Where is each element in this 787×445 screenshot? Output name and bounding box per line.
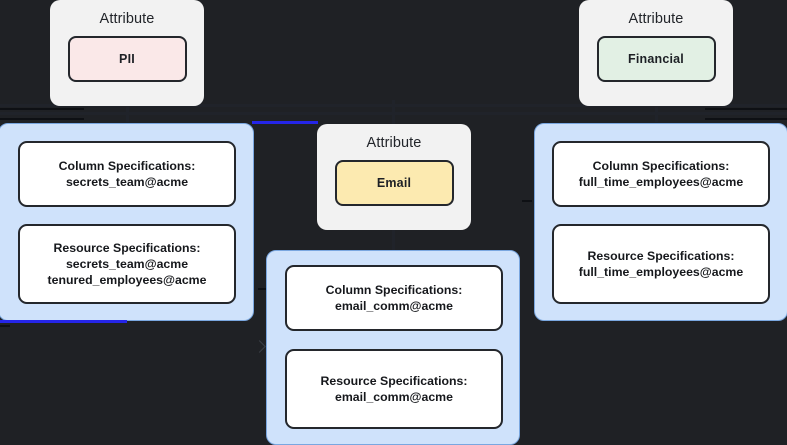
spec-value: tenured_employees@acme [47, 273, 207, 288]
spec-value: full_time_employees@acme [578, 175, 744, 189]
attribute-card-email[interactable]: Attribute Email [317, 124, 471, 230]
edge-stub-mid-right [522, 200, 532, 202]
spec-value: full_time_employees@acme [578, 265, 744, 279]
edge-trunk-to-email-attr [392, 100, 395, 124]
edge-email-attr-to-email-group [392, 230, 395, 252]
attribute-chip-financial[interactable]: Financial [596, 36, 716, 82]
spec-box-resource-email[interactable]: Resource Specifications: email_comm@acme [285, 349, 503, 429]
edge-highlight-secrets-bottom [0, 320, 127, 323]
edge-stub-left-lower [0, 118, 84, 120]
spec-heading: Column Specifications: [58, 158, 196, 173]
spec-heading: Resource Specifications: [320, 373, 468, 388]
spec-heading: Resource Specifications: [53, 240, 201, 255]
spec-heading: Column Specifications: [592, 158, 730, 173]
chevron-right-icon [253, 340, 266, 353]
spec-value: email_comm@acme [335, 390, 453, 404]
spec-value: secrets_team@acme [65, 256, 189, 271]
attribute-card-title: Attribute [366, 135, 422, 151]
attribute-card-title: Attribute [99, 11, 155, 27]
attribute-card-title: Attribute [628, 11, 684, 27]
edge-stub-right-lower [705, 118, 787, 120]
attribute-card-financial[interactable]: Attribute Financial [579, 0, 733, 106]
attribute-card-pii[interactable]: Attribute PII [50, 0, 204, 106]
spec-box-column-email[interactable]: Column Specifications: email_comm@acme [285, 265, 503, 331]
edge-financial-to-fulltime [655, 100, 658, 122]
spec-heading: Resource Specifications: [587, 248, 735, 263]
spec-box-resource-secrets[interactable]: Resource Specifications: secrets_team@ac… [18, 224, 236, 304]
edge-stub-left-mid [0, 325, 10, 327]
spec-value: email_comm@acme [335, 299, 453, 313]
edge-pii-to-secrets [126, 100, 129, 122]
spec-value: secrets_team@acme [65, 175, 189, 189]
spec-box-column-secrets[interactable]: Column Specifications: secrets_team@acme [18, 141, 236, 207]
attribute-chip-pii[interactable]: PII [67, 36, 187, 82]
edge-highlight-email-top [252, 121, 318, 124]
spec-box-column-fulltime[interactable]: Column Specifications: full_time_employe… [552, 141, 770, 207]
spec-heading: Column Specifications: [325, 282, 463, 297]
edge-stub-left-upper [0, 108, 84, 110]
edge-stub-mid-left-2 [258, 288, 266, 290]
attribute-chip-email[interactable]: Email [334, 160, 454, 206]
edge-stub-right-upper [705, 108, 787, 110]
spec-box-resource-fulltime[interactable]: Resource Specifications: full_time_emplo… [552, 224, 770, 304]
